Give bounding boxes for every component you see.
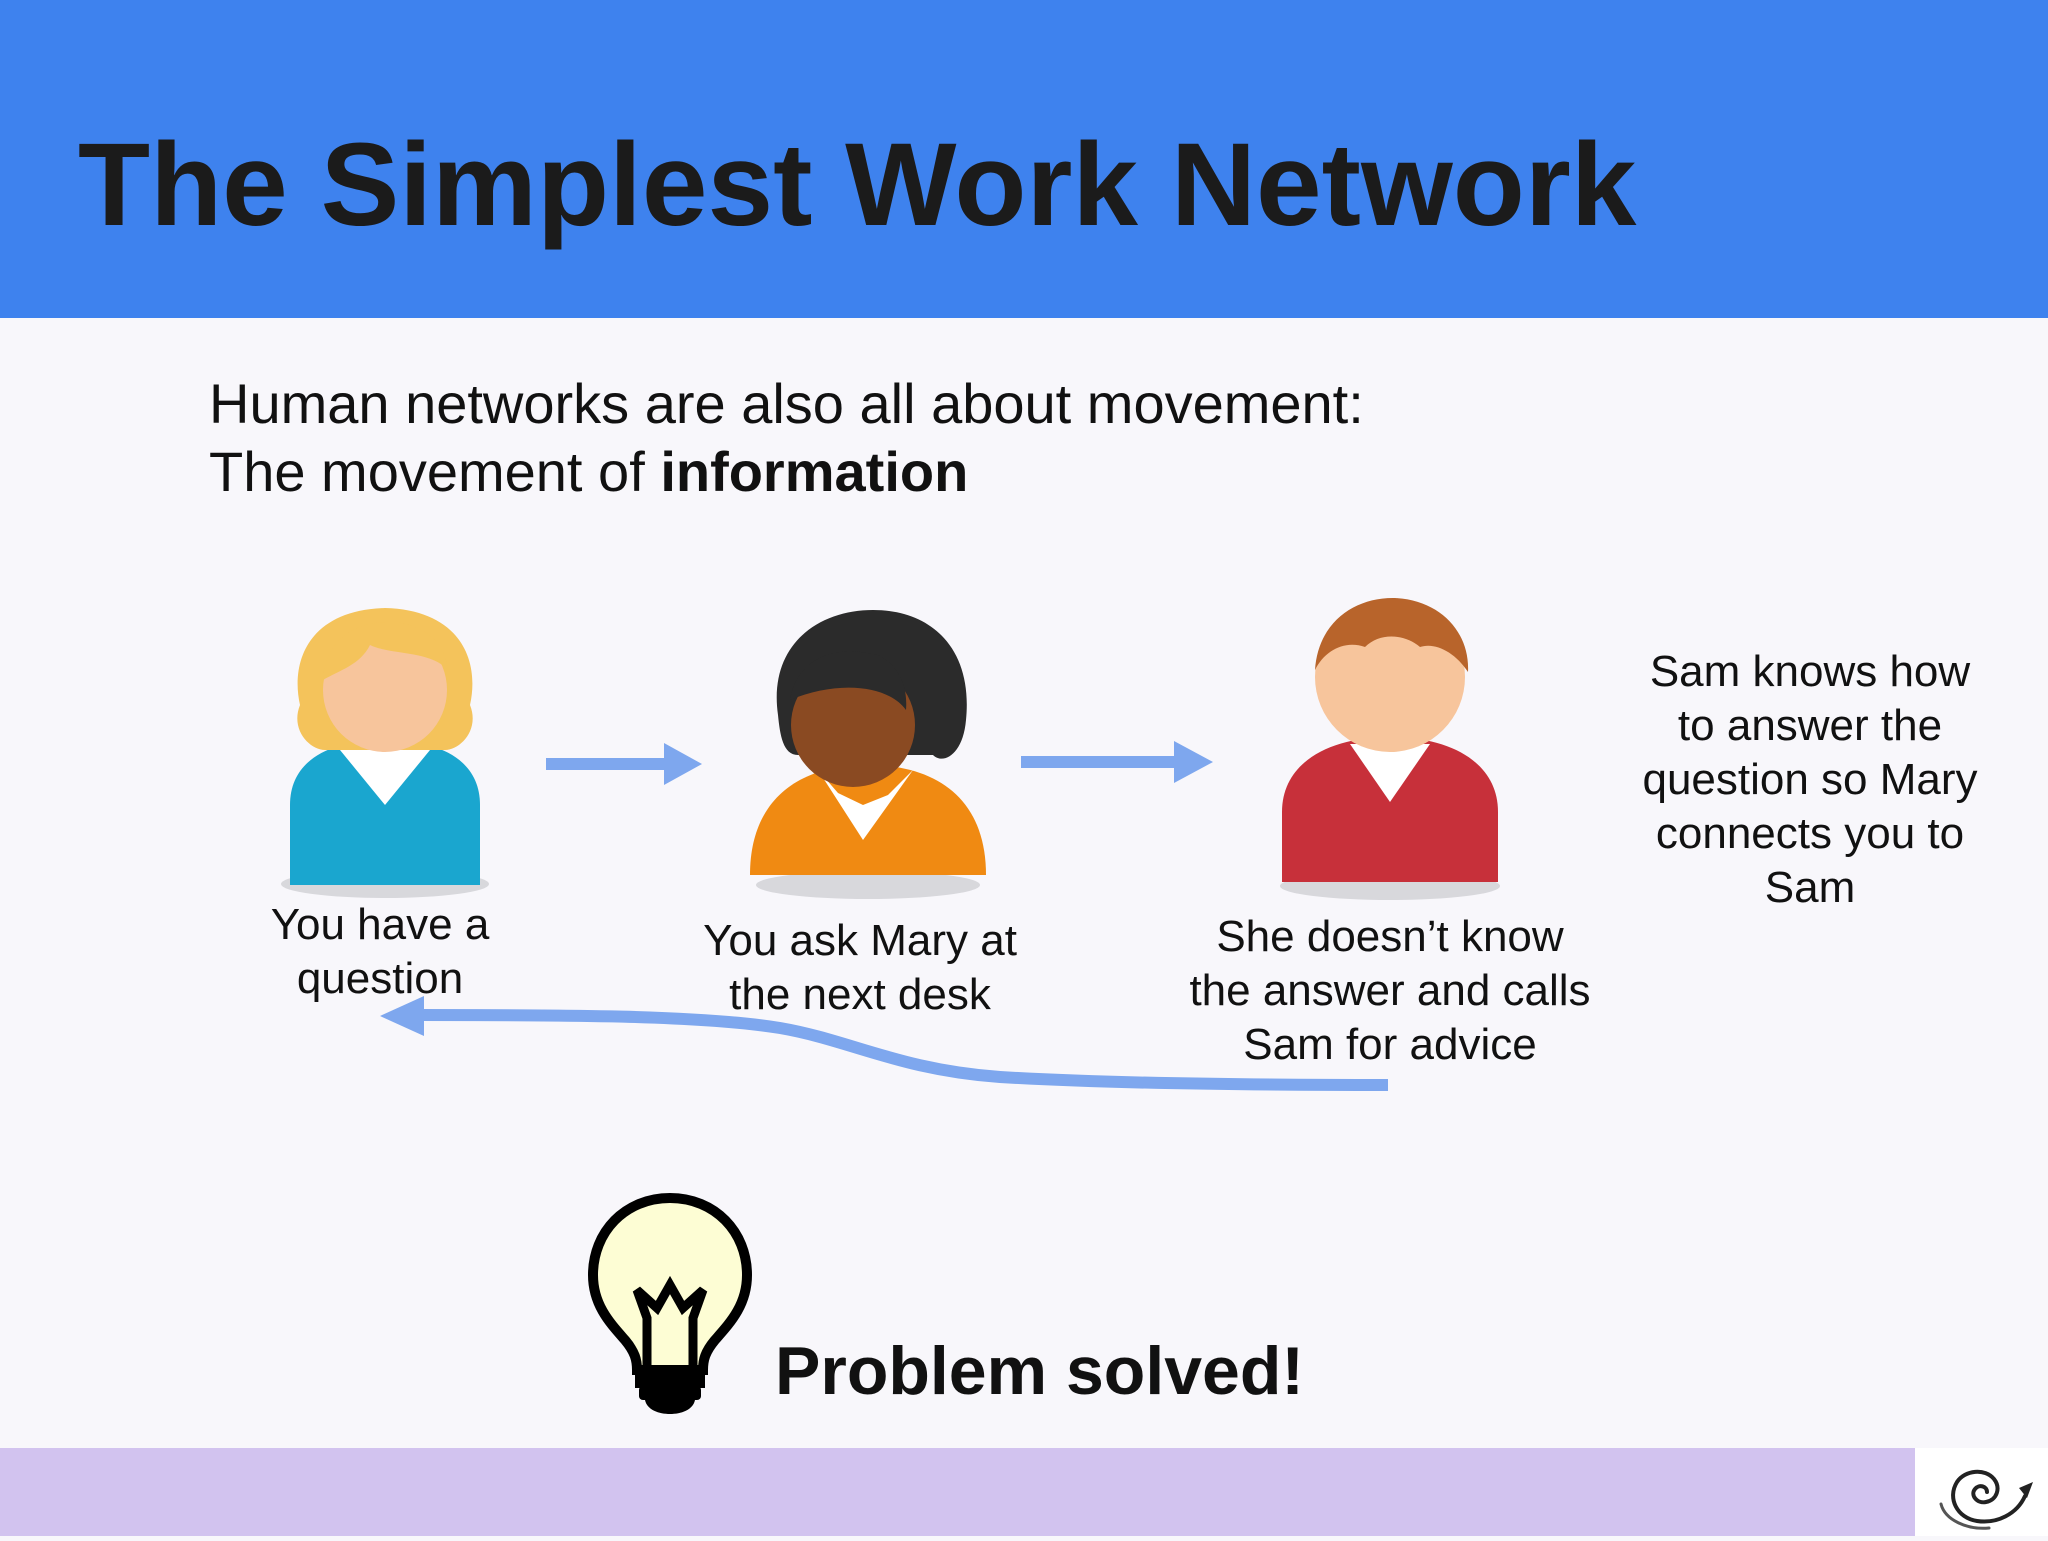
intro-text: Human networks are also all about moveme… [209, 370, 1364, 506]
side-note-line-5: Sam [1764, 863, 1856, 912]
intro-line-1: Human networks are also all about moveme… [209, 372, 1364, 435]
side-note-line-2: to answer the [1677, 701, 1943, 750]
caption-sam: She doesn’t know the answer and calls Sa… [1150, 910, 1630, 1072]
intro-keyword: information [660, 440, 969, 503]
caption-you: You have a question [230, 898, 530, 1006]
caption-sam-line-2: the answer and calls [1189, 966, 1591, 1015]
problem-solved-text: Problem solved! [775, 1333, 1305, 1409]
intro-line-2-prefix: The movement of [209, 440, 661, 503]
title-bar: The Simplest Work Network [0, 0, 2048, 318]
footer-bar [0, 1448, 1915, 1536]
arrow-you-to-mary [546, 743, 702, 785]
woman-dark-hair-user-icon [750, 610, 986, 899]
spiral-logo-icon [1939, 1469, 2033, 1530]
man-red-shirt-user-icon [1280, 597, 1500, 900]
caption-you-line-2: question [296, 954, 464, 1003]
arrow-mary-to-sam [1021, 741, 1213, 783]
caption-mary-line-2: the next desk [729, 970, 991, 1019]
logo-area [1915, 1448, 2048, 1536]
caption-sam-line-3: Sam for advice [1243, 1020, 1537, 1069]
side-note-line-3: question so Mary [1642, 755, 1978, 804]
side-note-line-4: connects you to [1655, 809, 1965, 858]
caption-mary-line-1: You ask Mary at [703, 916, 1017, 965]
lightbulb-icon [587, 1192, 753, 1414]
intro-line-2: The movement of information [209, 438, 1364, 506]
arrow-sam-back-to-you [380, 996, 1389, 1091]
slide-title: The Simplest Work Network [78, 119, 1637, 251]
side-note: Sam knows how to answer the question so … [1600, 645, 2020, 915]
caption-sam-line-1: She doesn’t know [1216, 912, 1564, 961]
caption-mary: You ask Mary at the next desk [680, 914, 1040, 1022]
side-note-line-1: Sam knows how [1649, 647, 1971, 696]
caption-you-line-1: You have a [270, 900, 490, 949]
woman-blonde-user-icon [281, 608, 489, 898]
